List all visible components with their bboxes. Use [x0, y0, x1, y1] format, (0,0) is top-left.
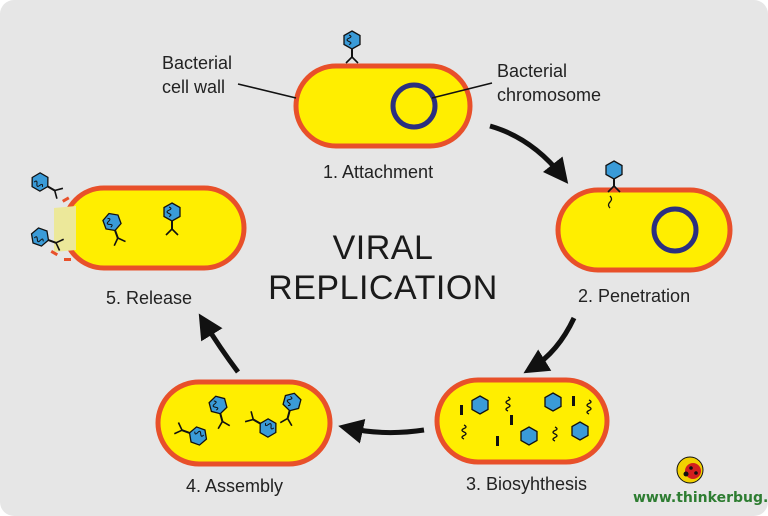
brand-url[interactable]: www.thinkerbug.net: [633, 490, 768, 506]
cell-attachment: [293, 30, 473, 149]
step-label-biosynthesis: 3. Biosyhthesis: [466, 474, 588, 494]
bacterial-chromosome: [390, 82, 438, 130]
cell-release: [27, 169, 247, 271]
cell-assembly: [155, 379, 333, 467]
arrow-2-to-3: [523, 316, 577, 374]
chromosome-label-line1: Bacterial: [497, 61, 568, 81]
arrow-1-to-2: [489, 123, 569, 184]
arrow-4-to-5: [198, 313, 241, 374]
cell-biosynthesis: [434, 377, 610, 465]
arrow-3-to-4: [338, 419, 425, 444]
cell-wall-label-line2: cell wall: [162, 77, 226, 97]
step-label-penetration: 2. Penetration: [578, 286, 691, 306]
step-label-release: 5. Release: [106, 288, 193, 308]
cell-penetration: [555, 160, 733, 273]
thinkerbug-logo: [676, 456, 704, 484]
cell-wall-leader-line: [237, 83, 297, 99]
step-label-assembly: 4. Assembly: [186, 476, 284, 496]
chromosome-leader-line: [431, 82, 493, 99]
diagram-title-line2: REPLICATION: [268, 269, 498, 307]
step-label-attachment: 1. Attachment: [323, 162, 434, 182]
diagram-title-line1: VIRAL: [332, 229, 434, 267]
chromosome-label-line2: chromosome: [497, 85, 602, 105]
cell-wall-label-line1: Bacterial: [162, 53, 233, 73]
